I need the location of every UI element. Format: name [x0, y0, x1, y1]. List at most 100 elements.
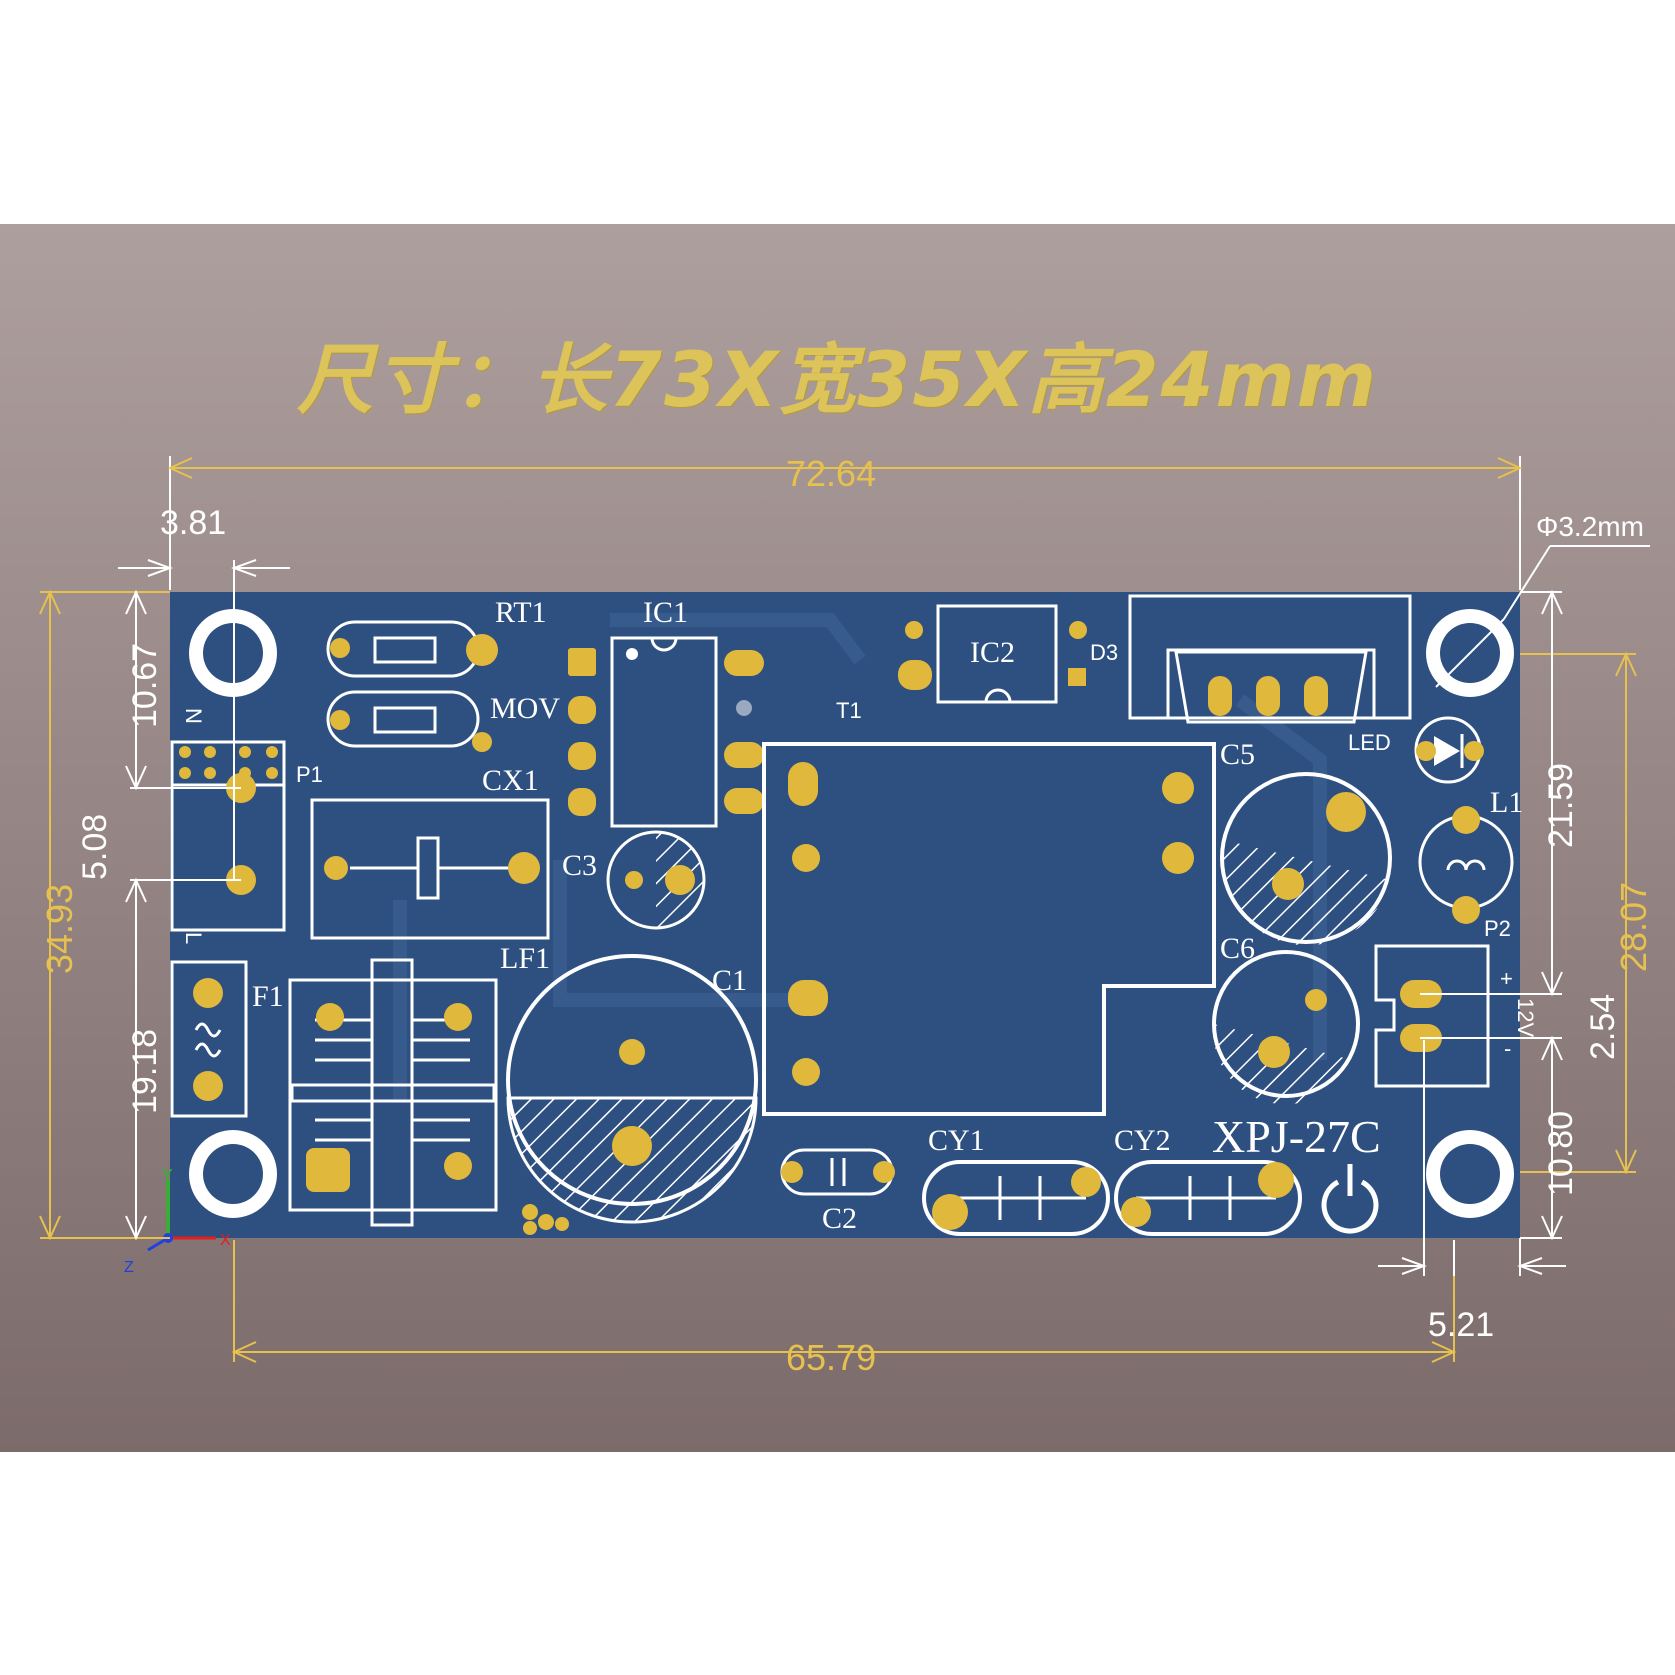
dim-left-lower: 19.18	[126, 1029, 164, 1114]
label-n: N	[181, 708, 206, 724]
t1-pads	[788, 762, 1194, 1086]
label-c1: C1	[712, 964, 747, 997]
ic1-outline	[610, 636, 718, 828]
label-12v: 12V	[1513, 998, 1538, 1037]
lf1-choke	[288, 958, 498, 1227]
mov-symbol	[373, 706, 437, 734]
c6-pad-1	[1305, 989, 1327, 1011]
label-p2: P2	[1484, 916, 1511, 941]
ic2-outline	[936, 604, 1058, 704]
label-cy1: CY1	[928, 1124, 985, 1157]
f1-fuse-symbol	[194, 1022, 222, 1058]
ic1-pads	[568, 648, 764, 816]
c3-pad-2	[665, 865, 695, 895]
l1-pad-1	[1452, 806, 1480, 834]
cy2-outline	[1114, 1160, 1302, 1236]
regulator-pads	[1208, 676, 1328, 716]
label-led: LED	[1348, 730, 1391, 755]
cy2-pad-2	[1258, 1162, 1294, 1198]
dim-total-width: 34.93	[39, 884, 80, 974]
dim-hole-offset-left: 3.81	[160, 504, 226, 542]
label-l1: L1	[1490, 786, 1523, 819]
label-ic2: IC2	[970, 636, 1015, 669]
d3-pad-2	[1068, 668, 1086, 686]
f1-pad-top	[193, 978, 223, 1008]
l1-symbol	[1446, 859, 1486, 871]
label-cy2: CY2	[1114, 1124, 1171, 1157]
c2-pad-1	[781, 1161, 803, 1183]
c5-pad-2	[1272, 868, 1304, 900]
label-minus: -	[1504, 1036, 1511, 1061]
mov-pad-left	[330, 710, 350, 730]
label-ic1: IC1	[643, 596, 688, 629]
cx1-pad-left	[324, 856, 348, 880]
axis-z-label: Z	[124, 1259, 134, 1276]
label-mov: MOV	[490, 692, 560, 725]
t1-outline	[762, 742, 1216, 1116]
dim-right-span: 28.07	[1613, 882, 1654, 972]
cx1-plate	[416, 836, 440, 900]
axis-x-label: X	[220, 1232, 231, 1249]
c2-pad-2	[873, 1161, 895, 1183]
lf1-pads	[306, 1003, 472, 1192]
f1-pad-bottom	[193, 1071, 223, 1101]
cy1-outline	[922, 1160, 1110, 1236]
dim-right-output-pitch: 2.54	[1584, 994, 1622, 1060]
label-plus: +	[1500, 966, 1513, 991]
led-pad-1	[1416, 741, 1436, 761]
c1-pad-2	[612, 1126, 652, 1166]
c6-pad-2	[1258, 1036, 1290, 1068]
rt1-pad-right	[466, 634, 498, 666]
dim-right-upper: 21.59	[1542, 763, 1580, 848]
dim-hole-offset-bottom-right: 5.21	[1428, 1306, 1494, 1344]
label-l: L	[181, 932, 206, 944]
mounting-hole-br	[1426, 1130, 1514, 1218]
l1-pad-2	[1452, 896, 1480, 924]
c1-small-vias	[522, 1204, 569, 1235]
cx1-pad-right	[508, 852, 540, 884]
c5-hatch	[1221, 840, 1390, 946]
c1-pad-1	[619, 1039, 645, 1065]
mounting-hole-bl	[189, 1130, 277, 1218]
cx1-outline	[310, 798, 550, 940]
label-f1: F1	[252, 980, 284, 1013]
dim-right-lower: 10.80	[1542, 1111, 1580, 1196]
page-title: 尺寸：长73X宽35X高24mm	[297, 335, 1378, 424]
f1-fuse-outline	[170, 960, 248, 1118]
power-icon	[1321, 1164, 1379, 1234]
dim-hole-diameter: Φ3.2mm	[1536, 511, 1644, 542]
regulator-body	[1174, 650, 1368, 724]
label-c5: C5	[1220, 738, 1255, 771]
p2-outline	[1374, 944, 1490, 1088]
cy1-pad-2	[1071, 1167, 1101, 1197]
dim-total-length: 72.64	[786, 453, 876, 494]
ic1-via	[736, 700, 752, 716]
label-rt1: RT1	[495, 596, 547, 629]
ic1-notch	[650, 637, 678, 652]
dim-bottom-span: 65.79	[786, 1337, 876, 1378]
label-cx1: CX1	[482, 764, 539, 797]
cy1-pad-1	[932, 1194, 968, 1230]
rt1-pad-left	[330, 638, 350, 658]
axis-y-label: Y	[162, 1167, 173, 1184]
led-symbol	[1434, 736, 1460, 766]
d3-pad-1	[1069, 621, 1087, 639]
label-d3: D3	[1090, 640, 1118, 665]
cy2-pad-1	[1121, 1197, 1151, 1227]
c5-pad-1	[1326, 792, 1366, 832]
label-p1: P1	[296, 762, 323, 787]
model-label: XPJ-27C	[1212, 1111, 1381, 1162]
mov-pad-right	[472, 732, 492, 752]
dim-left-terminal-pitch: 5.08	[76, 814, 114, 880]
mov-outline	[326, 690, 480, 748]
regulator-outline	[1166, 648, 1376, 720]
label-c2: C2	[822, 1202, 857, 1235]
dimension-lines	[39, 456, 1650, 1363]
c3-pad-1	[625, 871, 643, 889]
label-t1: T1	[836, 698, 862, 723]
label-lf1: LF1	[500, 942, 550, 975]
dim-left-upper: 10.67	[126, 643, 164, 728]
ic1-pin1-dot	[626, 648, 638, 660]
ic2-notch	[984, 688, 1012, 703]
